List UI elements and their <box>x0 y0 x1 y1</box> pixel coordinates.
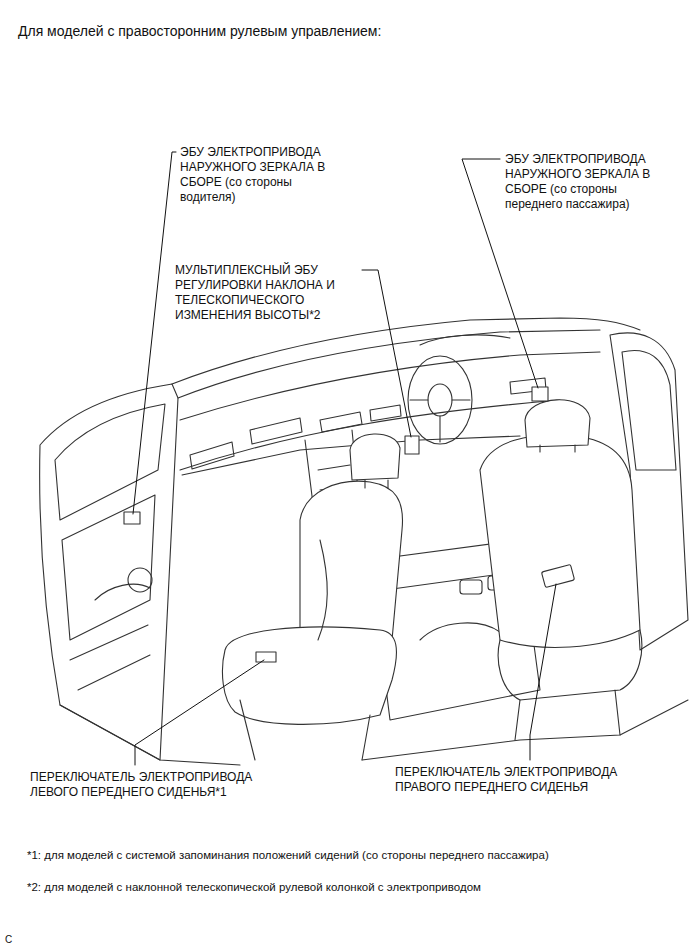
part-label: МУЛЬТИПЛЕКСНЫЙ ЭБУ РЕГУЛИРОВКИ НАКЛОНА И… <box>175 263 347 323</box>
part-label: ЭБУ ЭЛЕКТРОПРИВОДА НАРУЖНОГО ЗЕРКАЛА В С… <box>180 145 350 205</box>
footnote: *2: для моделей с наклонной телескопичес… <box>27 880 677 895</box>
part-label: ЭБУ ЭЛЕКТРОПРИВОДА НАРУЖНОГО ЗЕРКАЛА В С… <box>505 152 665 212</box>
part-label: ПЕРЕКЛЮЧАТЕЛЬ ЭЛЕКТРОПРИВОДА ЛЕВОГО ПЕРЕ… <box>30 770 300 800</box>
part-label: ПЕРЕКЛЮЧАТЕЛЬ ЭЛЕКТРОПРИВОДА ПРАВОГО ПЕР… <box>395 765 675 795</box>
page-heading: Для моделей с правосторонним рулевым упр… <box>18 22 381 40</box>
figure-code: C <box>5 934 12 946</box>
footnote: *1: для моделей с системой запоминания п… <box>27 848 677 863</box>
